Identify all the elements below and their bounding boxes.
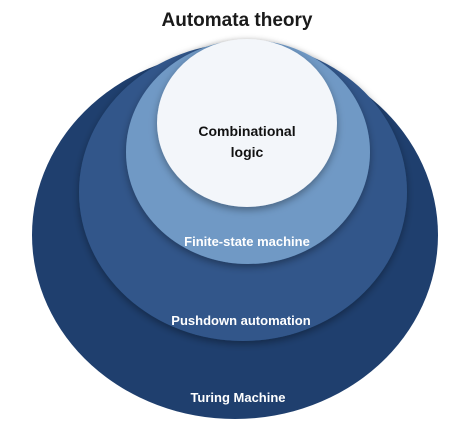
turing-machine-label: Turing Machine [190, 390, 285, 405]
diagram-title: Automata theory [161, 10, 313, 31]
pushdown-automation-label: Pushdown automation [171, 313, 310, 328]
combinational-logic-circle [157, 39, 337, 207]
combinational-logic-label-line2: logic [231, 144, 264, 160]
finite-state-machine-label: Finite-state machine [184, 234, 310, 249]
combinational-logic-label-line1: Combinational [198, 123, 295, 139]
